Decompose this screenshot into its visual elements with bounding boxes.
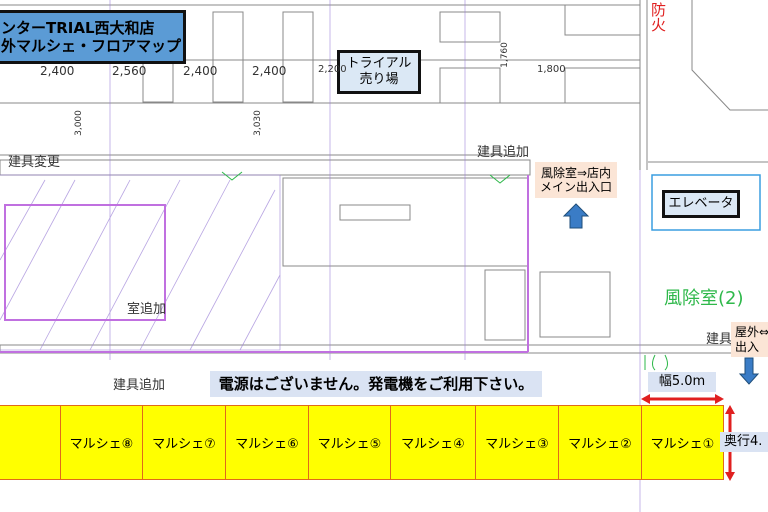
elevator-label: エレベータ bbox=[662, 190, 740, 218]
stall-partial bbox=[0, 405, 61, 480]
main-entrance-line-2: メイン出入口 bbox=[539, 180, 612, 194]
trial-area-label: トライアル 売り場 bbox=[337, 50, 421, 94]
power-notice: 電源はございません。発電機をご利用下さい。 bbox=[210, 371, 542, 397]
dimension: 2,200 bbox=[318, 64, 347, 75]
windbreak-room-2-label: 風除室(2) bbox=[664, 288, 744, 309]
trial-line-2: 売り場 bbox=[359, 72, 399, 87]
stall-8: マルシェ⑧ bbox=[60, 405, 143, 480]
trial-line-1: トライアル bbox=[346, 56, 412, 72]
fire-door-label: 防火 bbox=[649, 2, 667, 32]
door-add-label: 建具追加 bbox=[477, 145, 530, 160]
title-line-2: 外マルシェ・フロアマップ bbox=[1, 37, 182, 55]
width-arrow bbox=[641, 394, 724, 404]
arrow-down-icon bbox=[738, 357, 760, 385]
dimension: 1,800 bbox=[537, 64, 566, 75]
stall-1: マルシェ① bbox=[641, 405, 724, 480]
stall-7: マルシェ⑦ bbox=[142, 405, 226, 480]
stall-5: マルシェ⑤ bbox=[308, 405, 391, 480]
dimension: 3,000 bbox=[73, 110, 84, 136]
stall-6: マルシェ⑥ bbox=[225, 405, 309, 480]
main-entrance-label: 風除室⇒店内 メイン出入口 bbox=[535, 162, 617, 198]
dimension: 2,400 bbox=[40, 64, 75, 78]
dimension: 2,400 bbox=[252, 64, 287, 78]
room-add-label: 室追加 bbox=[127, 302, 167, 317]
stall-3: マルシェ③ bbox=[475, 405, 559, 480]
door-add-label: 建具追加 bbox=[113, 378, 166, 393]
door-change-label: 建具変更 bbox=[8, 155, 61, 170]
stall-width-label: 幅5.0m bbox=[648, 372, 716, 392]
outdoor-entrance-label: 屋外⇔ 出入 bbox=[731, 322, 768, 357]
outdoor-line-1: 屋外⇔ bbox=[735, 325, 768, 340]
dimension: 2,400 bbox=[183, 64, 218, 78]
dimension: 1,760 bbox=[499, 42, 510, 68]
stall-2: マルシェ② bbox=[558, 405, 642, 480]
title-line-1: ンターTRIAL西大和店 bbox=[1, 19, 155, 37]
door-label: 建具 bbox=[706, 332, 733, 347]
page-title: ンターTRIAL西大和店 外マルシェ・フロアマップ bbox=[0, 10, 186, 64]
dimension: 2,560 bbox=[112, 64, 147, 78]
dimension: 3,030 bbox=[252, 110, 263, 136]
outdoor-line-2: 出入 bbox=[735, 339, 760, 354]
stall-depth-label: 奥行4. bbox=[720, 432, 768, 452]
main-entrance-line-1: 風除室⇒店内 bbox=[540, 165, 612, 180]
arrow-up-icon bbox=[562, 203, 590, 229]
stall-4: マルシェ④ bbox=[390, 405, 476, 480]
